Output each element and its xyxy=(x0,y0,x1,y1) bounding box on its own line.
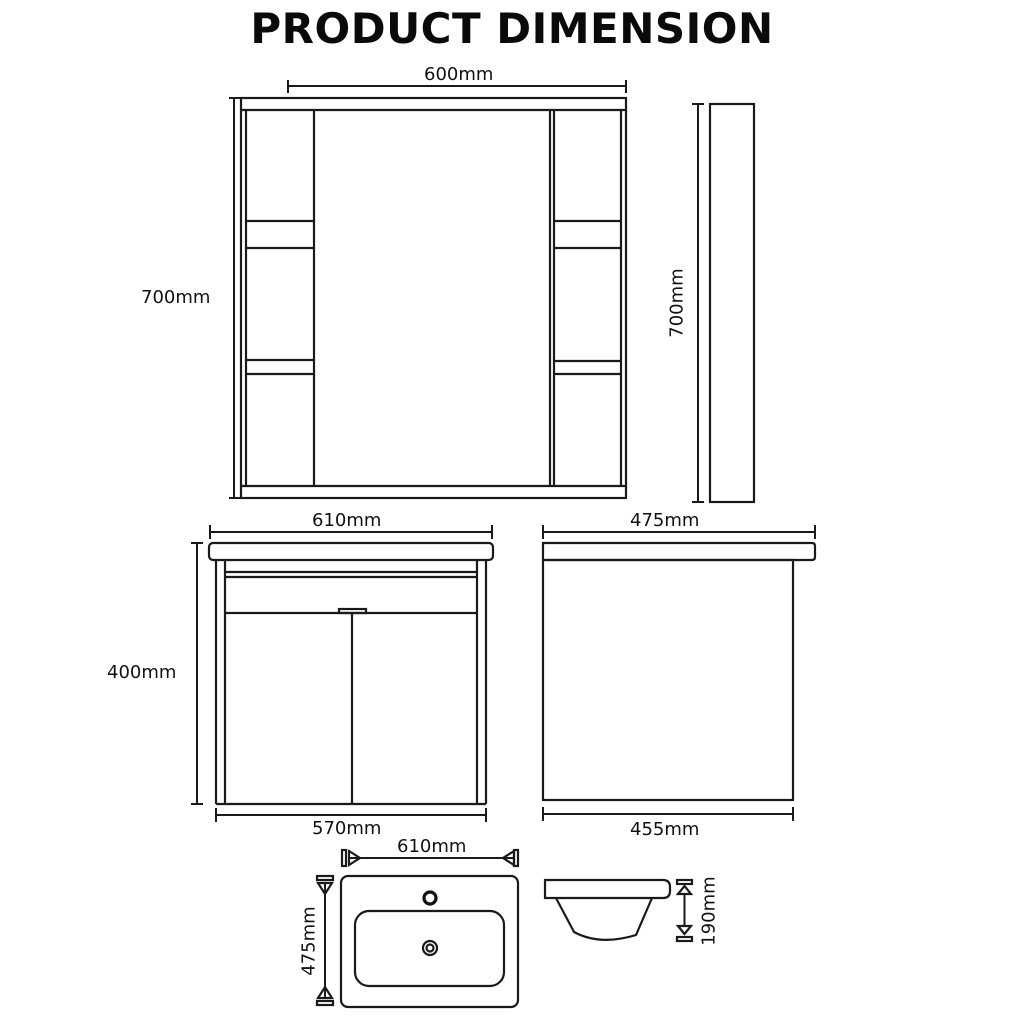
basin-depth-label: 475mm xyxy=(298,906,320,976)
mirror-cabinet-side xyxy=(692,102,756,504)
mirror-height-label: 700mm xyxy=(141,287,211,308)
mirror-side-height-label: 700mm xyxy=(666,268,688,338)
vanity-side-top-depth-label: 475mm xyxy=(630,510,700,531)
vanity-top-width-label: 610mm xyxy=(312,510,382,531)
vanity-side-bottom-depth-label: 455mm xyxy=(630,819,700,840)
vanity-front xyxy=(191,525,495,822)
basin-top-view xyxy=(315,848,520,1009)
basin-height-label: 190mm xyxy=(698,876,720,946)
page-title: PRODUCT DIMENSION xyxy=(250,4,774,53)
mirror-width-label: 600mm xyxy=(424,64,494,85)
vanity-side xyxy=(541,525,817,821)
vanity-bottom-width-label: 570mm xyxy=(312,818,382,839)
mirror-cabinet-front xyxy=(229,80,628,500)
vanity-height-label: 400mm xyxy=(107,662,177,683)
basin-side-view xyxy=(543,878,694,943)
basin-width-label: 610mm xyxy=(397,836,467,857)
